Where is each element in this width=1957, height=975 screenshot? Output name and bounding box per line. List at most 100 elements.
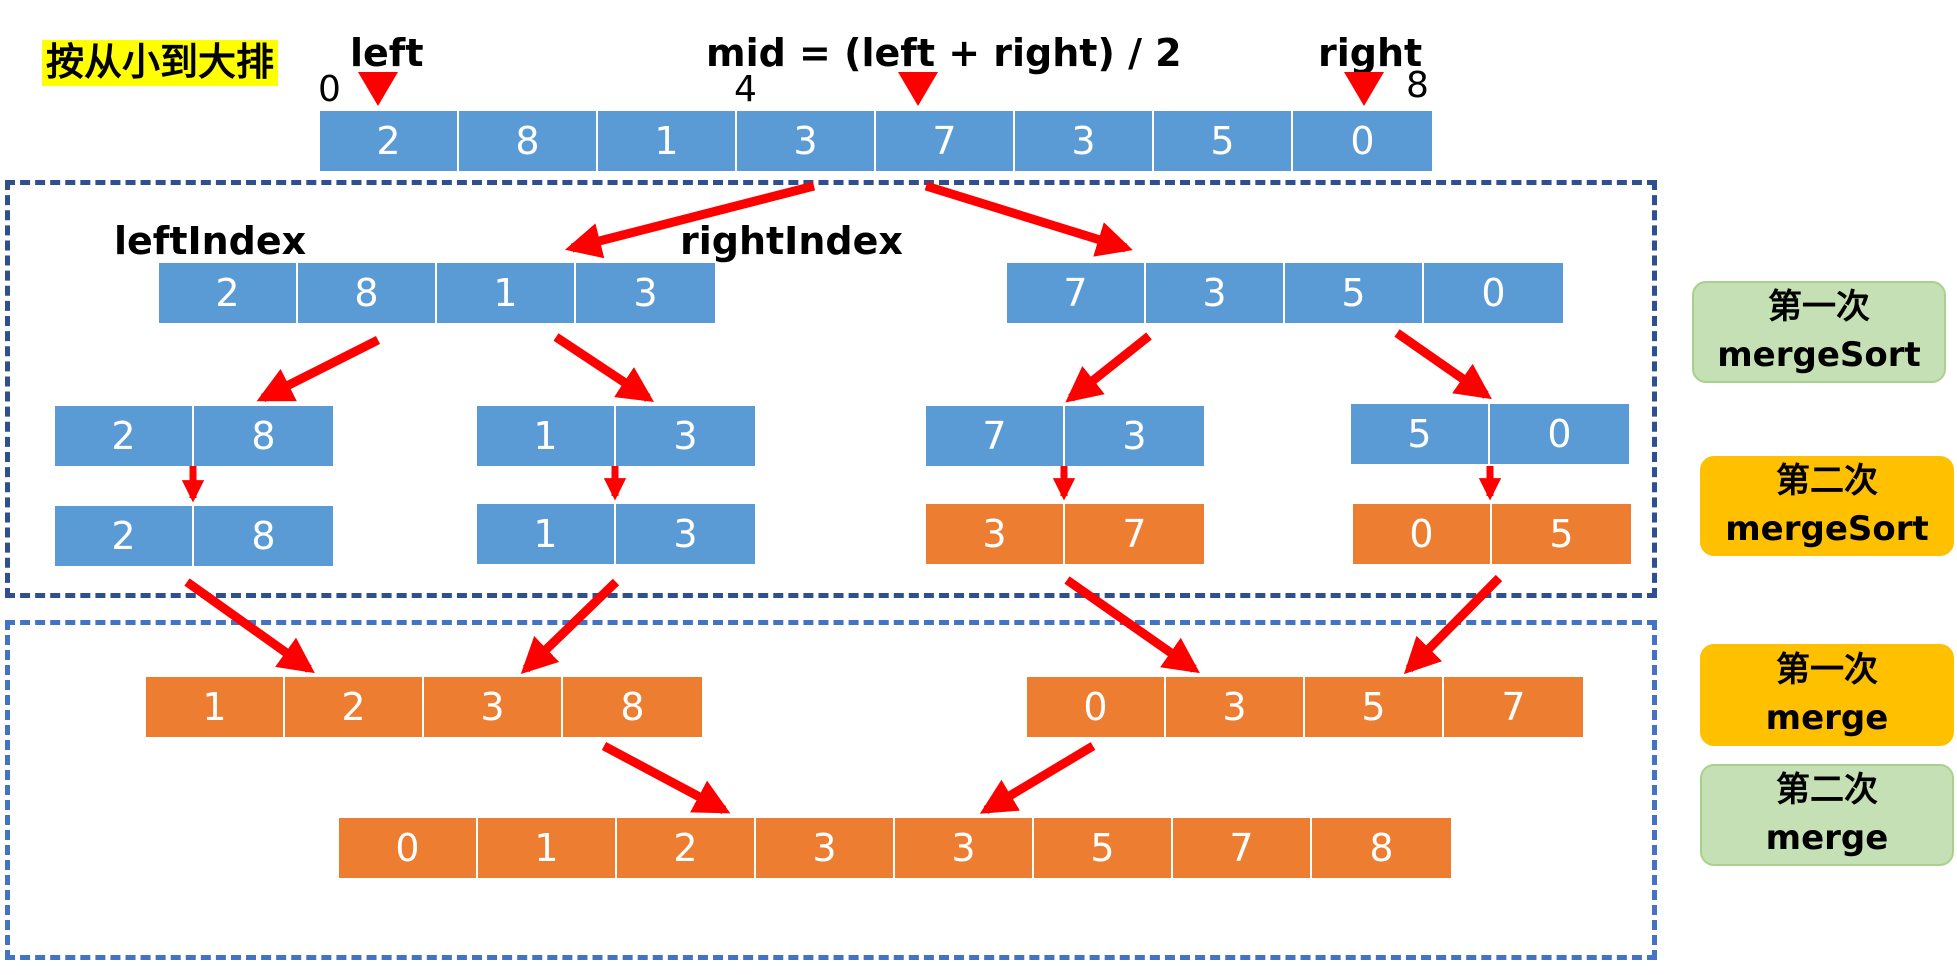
mid-formula-label: mid = (left + right) / 2 [706, 31, 1182, 75]
array-cell: 0 [1293, 111, 1432, 171]
left-index-label: leftIndex [114, 219, 307, 263]
array-cell: 3 [737, 111, 876, 171]
sort-order-note: 按从小到大排 [42, 40, 279, 86]
mergesort-phase-box [5, 180, 1657, 598]
tag-second-mergesort-line2: mergeSort [1725, 509, 1929, 549]
arrow-sorted-c-merge [1064, 576, 1200, 674]
tag-first-merge-line2: merge [1765, 698, 1889, 738]
tag-first-merge-line1: 第一次 [1776, 650, 1878, 691]
array-cell: 2 [617, 818, 756, 878]
arrow-sorted-b-merge [520, 578, 620, 675]
array-cell: 3 [1065, 406, 1204, 466]
array-cell: 5 [1492, 504, 1631, 564]
merge-phase-box [5, 620, 1657, 960]
array-cell: 5 [1034, 818, 1173, 878]
right-index-label: rightIndex [680, 219, 903, 263]
arrow-split-right [924, 181, 1133, 257]
array-cell: 7 [1007, 263, 1146, 323]
array-cell: 3 [616, 406, 755, 466]
array-cell: 0 [1353, 504, 1492, 564]
array-cell: 7 [1173, 818, 1312, 878]
array-cell: 8 [1312, 818, 1451, 878]
tag-first-mergesort-line2: mergeSort [1717, 335, 1921, 375]
array-cell: 7 [926, 406, 1065, 466]
array-cell: 3 [424, 677, 563, 737]
arrow-sorted-d-merge [1403, 574, 1503, 675]
tag-second-merge: 第二次 merge [1700, 764, 1954, 866]
array-cell: 8 [298, 263, 437, 323]
mid-pointer-icon [898, 72, 938, 106]
left-pointer-icon [358, 72, 398, 106]
array-cell: 0 [1027, 677, 1166, 737]
tag-first-mergesort: 第一次 mergeSort [1692, 281, 1946, 383]
index-4: 4 [734, 69, 757, 110]
array-cell: 1 [437, 263, 576, 323]
tag-second-merge-line2: merge [1765, 818, 1889, 858]
array-cell: 7 [1444, 677, 1583, 737]
arrow-left-to-pair-a [256, 335, 381, 403]
array-cell: 5 [1154, 111, 1293, 171]
tag-second-mergesort-line1: 第二次 [1776, 461, 1878, 502]
array-cell: 8 [563, 677, 702, 737]
array-cell: 2 [285, 677, 424, 737]
array-cell: 0 [1424, 263, 1563, 323]
index-0: 0 [318, 69, 341, 110]
tag-first-merge: 第一次 merge [1700, 644, 1954, 746]
tag-second-merge-line1: 第二次 [1776, 770, 1878, 811]
arrow-left-to-pair-b [553, 333, 655, 402]
array-cell: 2 [55, 506, 194, 566]
index-8: 8 [1406, 65, 1429, 106]
array-cell: 3 [926, 504, 1065, 564]
right-pointer-label: right [1318, 31, 1423, 75]
array-cell: 1 [146, 677, 285, 737]
right-pointer-icon [1344, 72, 1384, 106]
array-cell: 3 [576, 263, 715, 323]
array-cell: 0 [1490, 404, 1629, 464]
array-cell: 3 [1015, 111, 1154, 171]
array-cell: 3 [895, 818, 1034, 878]
array-cell: 7 [1065, 504, 1204, 564]
array-cell: 3 [1146, 263, 1285, 323]
array-cell: 1 [477, 406, 616, 466]
array-cell: 5 [1285, 263, 1424, 323]
left-pointer-label: left [350, 31, 424, 75]
arrow-merge-left-final [601, 742, 731, 814]
array-cell: 3 [1166, 677, 1305, 737]
array-cell: 8 [194, 406, 333, 466]
array-cell: 3 [756, 818, 895, 878]
tag-second-mergesort: 第二次 mergeSort [1700, 456, 1954, 556]
arrow-split-left [565, 181, 816, 259]
arrow-right-to-pair-c [1065, 332, 1152, 403]
array-cell: 0 [339, 818, 478, 878]
array-cell: 2 [55, 406, 194, 466]
tag-first-mergesort-line1: 第一次 [1768, 287, 1870, 328]
array-cell: 2 [320, 111, 459, 171]
arrow-right-to-pair-d [1394, 329, 1492, 400]
array-cell: 5 [1351, 404, 1490, 464]
array-cell: 3 [616, 504, 755, 564]
array-cell: 2 [159, 263, 298, 323]
array-cell: 1 [478, 818, 617, 878]
array-cell: 1 [477, 504, 616, 564]
arrow-merge-right-final [979, 742, 1096, 814]
array-cell: 8 [194, 506, 333, 566]
array-cell: 7 [876, 111, 1015, 171]
array-cell: 1 [598, 111, 737, 171]
array-cell: 8 [459, 111, 598, 171]
